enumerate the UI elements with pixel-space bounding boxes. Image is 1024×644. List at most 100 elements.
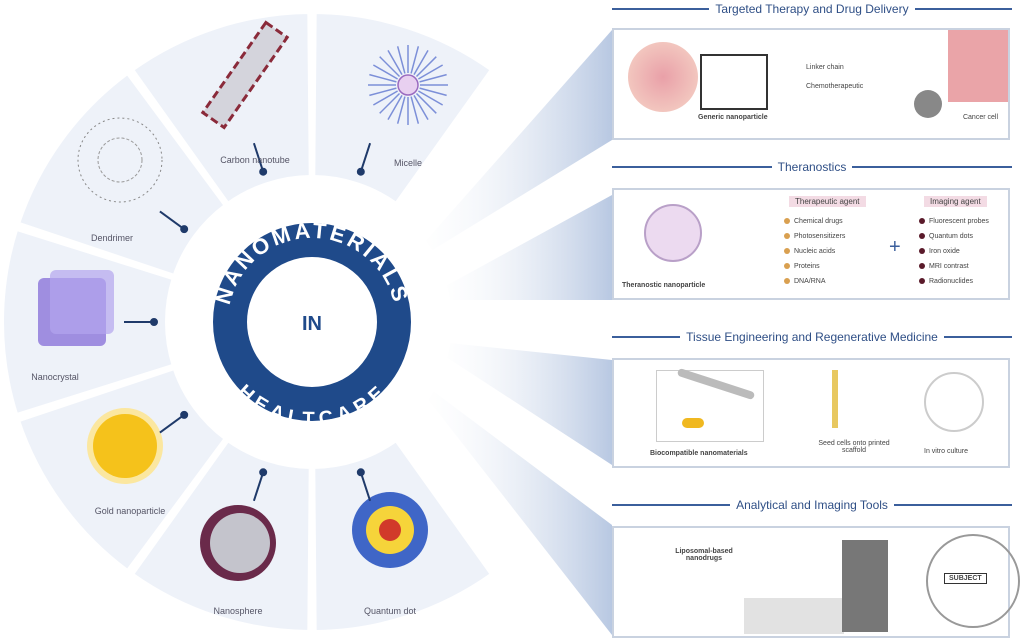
in-vitro-label: In vitro culture [924,448,968,455]
imaging-tools-panel: Liposomal-based nanodrugs SUBJECT [612,526,1020,638]
carbon-nanotube-icon [200,20,290,130]
dendrimer-icon [77,117,163,203]
segment-dendrimer [15,70,229,279]
nanoparticle-icon [914,90,942,118]
bioprinter-icon [832,370,838,428]
nanomaterial-label: Gold nanoparticle [94,506,166,516]
imaging-agent-header: Imaging agent [924,196,987,207]
tumor-icon [628,42,698,112]
agent-item: Quantum dots [919,229,989,244]
quantum-dot-icon [352,492,428,568]
arrowhead-icon [180,410,189,419]
ray-theranostics [420,195,612,300]
therapeutic-agent-header: Therapeutic agent [789,196,866,207]
subject-label: SUBJECT [944,573,987,584]
theranostic-label: Theranostic nanoparticle [622,282,706,289]
nanomaterial-box [656,370,764,442]
liposomal-label: Liposomal-based nanodrugs [675,548,733,562]
agent-item: Fluorescent probes [919,214,989,229]
connector-rays [400,30,612,635]
bullet-icon [784,248,790,255]
gold-nanoparticle-icon [87,408,163,484]
theranostic-nanoparticle-icon [644,204,702,262]
agent-label: Radionuclides [929,278,973,285]
arrowhead-icon [150,318,158,326]
nanomaterial-label: Micelle [393,158,423,168]
nanosphere-icon [200,505,276,581]
scanner-icon [842,540,888,632]
arrowhead-icon [356,468,365,477]
center-ring [213,223,411,421]
arrow-icon [252,142,265,173]
nanoparticle-pill-icon [682,418,704,428]
bullet-icon [919,278,925,285]
agent-item: Radionuclides [919,274,989,289]
section-title-imaging: Analytical and Imaging Tools [612,498,1012,512]
arrowhead-icon [259,468,268,477]
arrowhead-icon [180,225,189,234]
agent-label: Proteins [794,263,820,270]
bullet-icon [919,263,925,270]
section-title-targeted: Targeted Therapy and Drug Delivery [612,2,1012,16]
arrowhead-icon [259,167,268,176]
nanocrystal-icon [38,270,114,346]
agent-label: Chemical drugs [794,218,843,225]
agent-label: Quantum dots [929,233,973,240]
seed-cells-label: Seed cells onto printed scaffold [818,440,890,454]
section-title-tissue: Tissue Engineering and Regenerative Medi… [612,330,1012,344]
nanomaterial-label: Nanocrystal [31,372,79,382]
agent-item: Iron oxide [919,244,989,259]
agent-item: Photosensitizers [784,229,845,244]
agent-item: MRI contrast [919,259,989,274]
arrow-icon [252,471,265,502]
nanomaterial-label: Dendrimer [90,233,134,243]
agent-item: Proteins [784,259,845,274]
arrowhead-icon [356,167,365,176]
segment-micelle [311,9,495,207]
tissue-engineering-panel: Biocompatible nanomaterials Seed cells o… [612,358,1010,468]
generic-nanoparticle-label: Generic nanoparticle [698,114,768,121]
detector-ring-icon [926,534,1020,628]
cancer-cell-icon [948,30,1008,102]
arrow-icon [359,142,372,173]
ring-text-center: IN [302,313,322,335]
agent-label: DNA/RNA [794,278,826,285]
chemo-label: Chemotherapeutic [806,83,864,90]
agent-item: Nucleic acids [784,244,845,259]
bullet-icon [919,248,925,255]
agent-item: DNA/RNA [784,274,845,289]
ray-targeted [400,30,612,270]
bullet-icon [784,263,790,270]
arrows [124,142,372,502]
plus-sign: + [889,236,901,258]
agent-label: Photosensitizers [794,233,846,240]
nanomaterial-label: Quantum dot [363,606,417,616]
agent-label: Nucleic acids [794,248,836,255]
arrow-icon [359,471,372,502]
agent-item: Chemical drugs [784,214,845,229]
arrow-icon [159,414,185,434]
theranostics-panel: Theranostic nanoparticle Therapeutic age… [612,188,1010,300]
bullet-icon [784,278,790,285]
linker-label: Linker chain [806,64,844,71]
nanomaterial-label: Carbon nanotube [220,155,290,165]
cancer-cell-label: Cancer cell [962,114,998,121]
agent-label: Iron oxide [929,248,960,255]
bullet-icon [784,233,790,240]
bullet-icon [919,218,925,225]
zoom-box [700,54,768,110]
ray-tissue [420,340,612,465]
bullet-icon [784,218,790,225]
targeted-therapy-panel: Generic nanoparticle Linker chain Chemot… [612,28,1010,140]
biocompatible-label: Biocompatible nanomaterials [650,450,748,457]
agent-label: MRI contrast [929,263,969,270]
agent-label: Fluorescent probes [929,218,989,225]
nanomaterial-label: Nanosphere [213,606,263,616]
scanner-bed-icon [744,598,844,634]
arrow-icon [159,210,185,230]
bullet-icon [919,233,925,240]
section-title-theranostics: Theranostics [612,160,1012,174]
micelle-icon [368,45,448,125]
ray-imaging [405,370,612,635]
